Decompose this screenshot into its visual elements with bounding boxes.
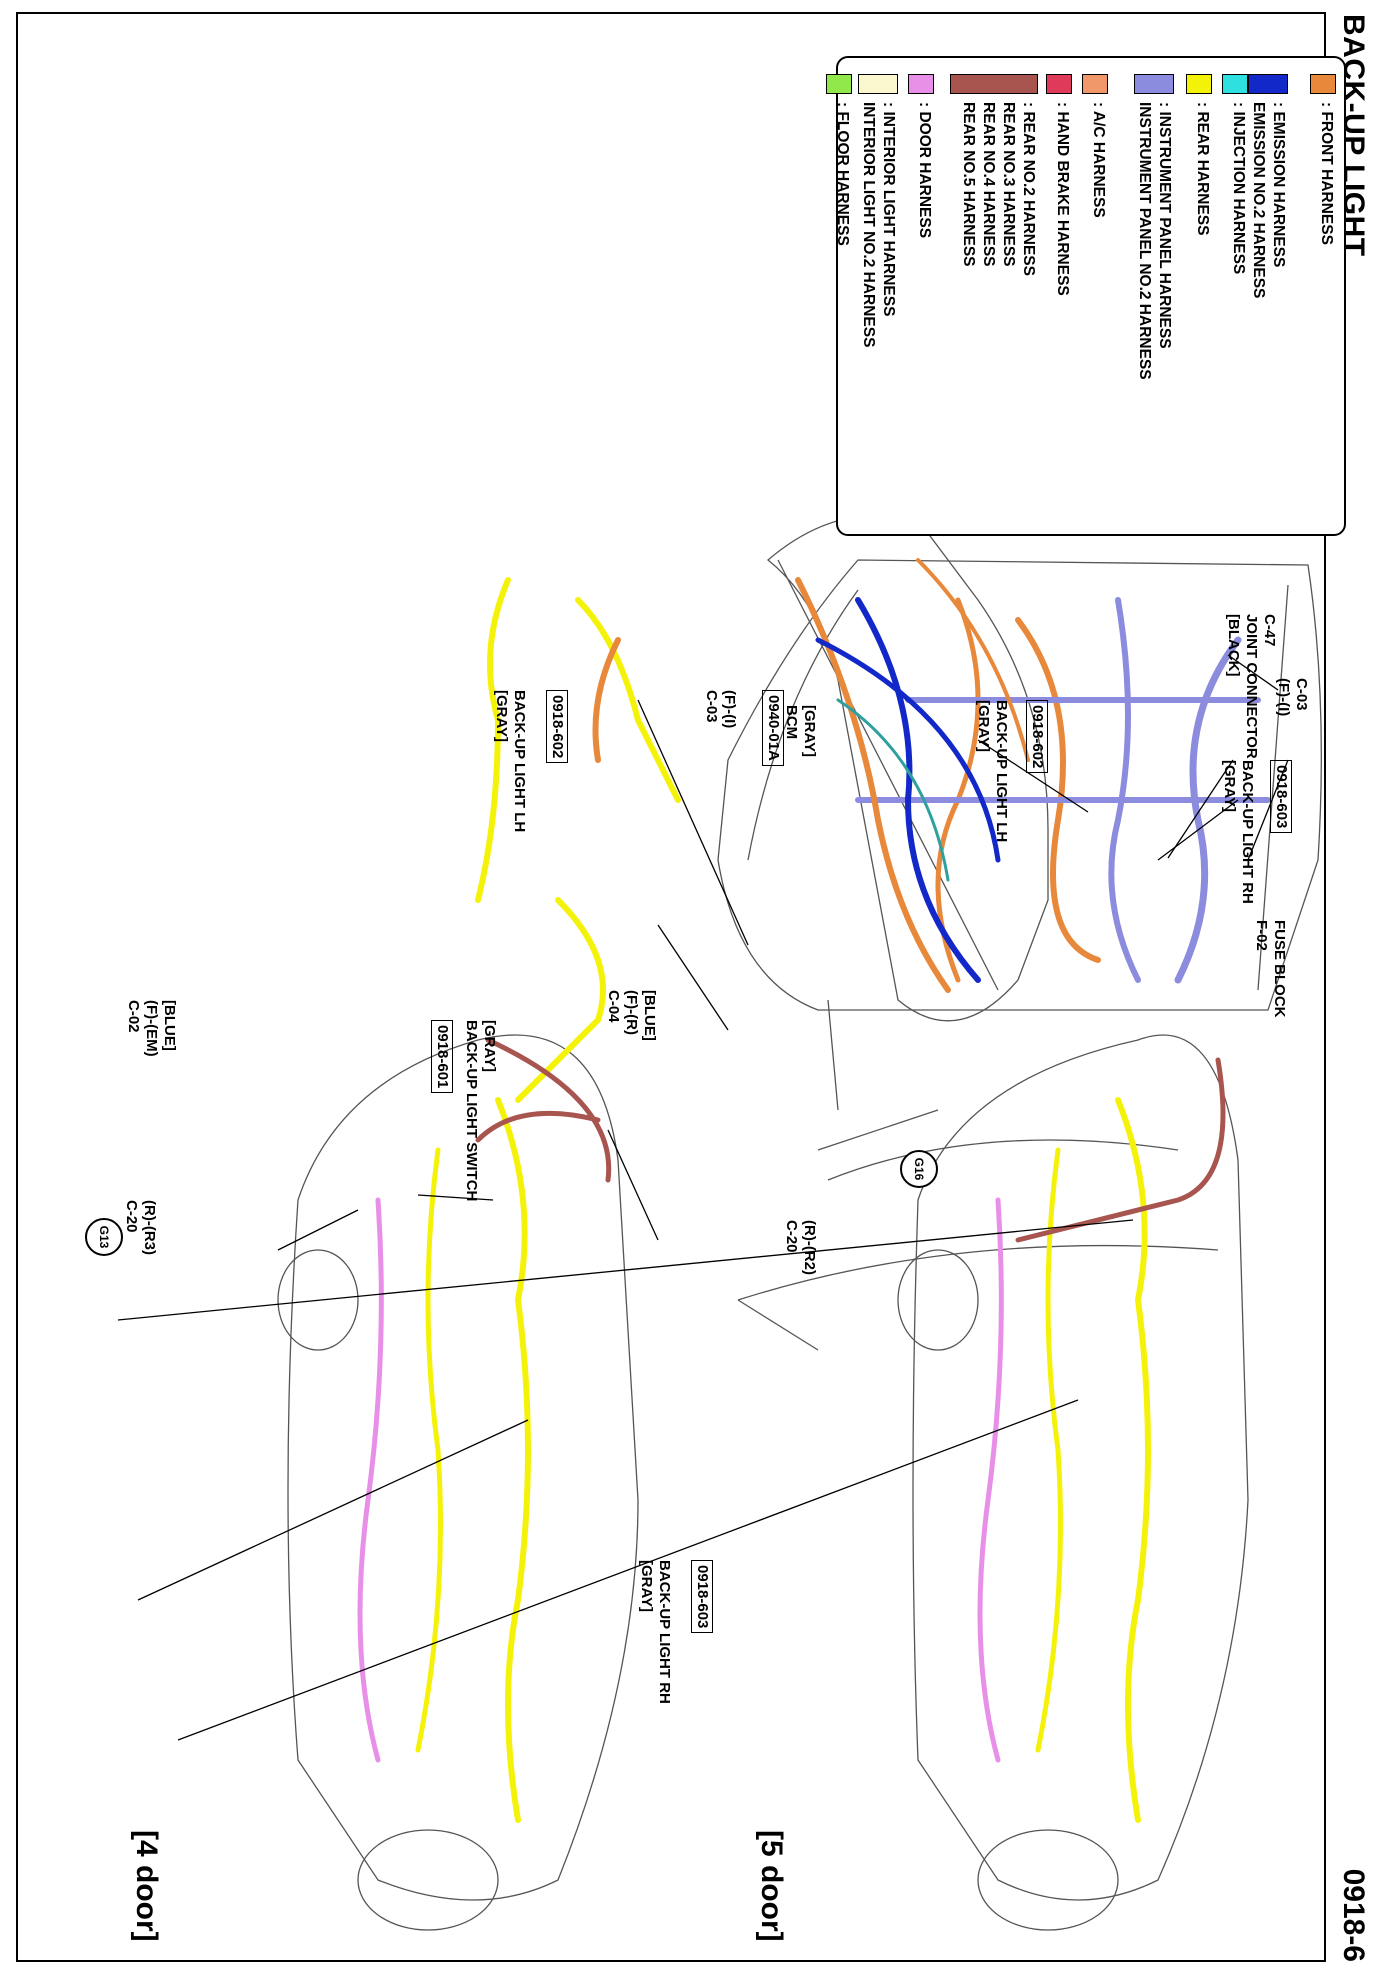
bcm-code-box: 0940-01A (762, 690, 784, 766)
dashboard-outline (717, 559, 1322, 1011)
backup-switch-code: 0918-601 (431, 1020, 453, 1094)
c03-dashboard-label: C-03 (F)-(I) (1275, 678, 1310, 717)
legend-label: : A/C HARNESS (1090, 102, 1107, 218)
harness-legend: : FRONT HARNESS : EMISSION HARNESS EMISSI… (826, 56, 1346, 536)
five-door-rh-code: 0918-603 (1270, 760, 1292, 834)
fuse-block-label: FUSE BLOCK F-02 (1253, 920, 1288, 1018)
legend-item: : HAND BRAKE HARNESS (1046, 74, 1072, 296)
legend-item: : INSTRUMENT PANEL HARNESS INSTRUMENT PA… (1134, 74, 1174, 380)
five-door-lh-label: BACK-UP LIGHT LH [GRAY] (975, 700, 1010, 843)
c47-joint-connector-label: C-47 JOINT CONNECTOR [BLACK] (1225, 614, 1278, 759)
five-door-lh-code-box: 0918-602 (1026, 700, 1048, 774)
legend-swatch (1222, 74, 1248, 94)
legend-item: : FRONT HARNESS (1310, 74, 1336, 245)
legend-swatch (1310, 74, 1336, 94)
four-door-title: [4 door] (130, 1830, 163, 1942)
legend-item: : FLOOR HARNESS (826, 74, 852, 246)
car-5door-outline (912, 1034, 1249, 1901)
backup-switch-label: [GRAY] BACK-UP LIGHT SWITCH (463, 1020, 498, 1202)
legend-label: : FLOOR HARNESS (834, 102, 851, 246)
legend-label: : FRONT HARNESS (1318, 102, 1335, 245)
four-door-rh-code: 0918-603 (691, 1560, 713, 1634)
ground-g13: G13 (85, 1218, 123, 1256)
bcm-code: 0940-01A (762, 690, 784, 766)
legend-swatch (1248, 74, 1288, 94)
four-door-rh-label: BACK-UP LIGHT RH [GRAY] (638, 1560, 673, 1704)
legend-item: : INTERIOR LIGHT HARNESS INTERIOR LIGHT … (858, 74, 898, 347)
car-4door-outline (287, 1034, 639, 1901)
legend-swatch (908, 74, 934, 94)
bcm-label: [GRAY] BCM (783, 705, 818, 757)
four-door-lh-code-box: 0918-602 (546, 690, 568, 764)
five-door-title: [5 door] (755, 1830, 788, 1942)
legend-item: : EMISSION HARNESS EMISSION NO.2 HARNESS (1248, 74, 1288, 298)
backup-switch-code-box: 0918-601 (431, 1020, 453, 1094)
legend-label: : INJECTION HARNESS (1230, 102, 1247, 275)
four-door-c20-label: (R)-(R3) C-20 (123, 1200, 158, 1255)
legend-swatch (950, 74, 1038, 94)
legend-swatch (1134, 74, 1174, 94)
legend-swatch (1082, 74, 1108, 94)
five-door-rh-label: BACK-UP LIGHT RH [GRAY] (1221, 760, 1256, 904)
five-door-lh-code: 0918-602 (1026, 700, 1048, 774)
legend-swatch (1186, 74, 1212, 94)
legend-item: : REAR HARNESS (1186, 74, 1212, 235)
four-door-lh-label: BACK-UP LIGHT LH [GRAY] (493, 690, 528, 833)
legend-swatch (1046, 74, 1072, 94)
c03-bcm-label: (F)-(I) C-03 (703, 690, 738, 729)
five-door-c20-label: (R)-(R2) C-20 (783, 1220, 818, 1275)
legend-label: : INTERIOR LIGHT HARNESS INTERIOR LIGHT … (860, 102, 897, 348)
legend-label: : DOOR HARNESS (916, 102, 933, 239)
five-door-rh-code-box: 0918-603 (1270, 760, 1292, 834)
legend-label: : REAR HARNESS (1194, 102, 1211, 236)
four-door-lh-code: 0918-602 (546, 690, 568, 764)
legend-item: : A/C HARNESS (1082, 74, 1108, 218)
four-door-rh-code-box: 0918-603 (691, 1560, 713, 1634)
legend-label: : HAND BRAKE HARNESS (1054, 102, 1071, 296)
ground-g16: G16 (900, 1150, 938, 1188)
legend-label: : REAR NO.2 HARNESS REAR NO.3 HARNESS RE… (960, 102, 1037, 276)
legend-item: : REAR NO.2 HARNESS REAR NO.3 HARNESS RE… (950, 74, 1038, 276)
c02-label: [BLUE] (F)-(EM) C-02 (125, 1000, 178, 1057)
legend-swatch (858, 74, 898, 94)
legend-item: : DOOR HARNESS (908, 74, 934, 238)
legend-label: : INSTRUMENT PANEL HARNESS INSTRUMENT PA… (1136, 102, 1173, 380)
legend-item: : INJECTION HARNESS (1222, 74, 1248, 274)
legend-label: : EMISSION HARNESS EMISSION NO.2 HARNESS (1250, 102, 1287, 299)
legend-swatch (826, 74, 852, 94)
c04-label: [BLUE] (F)-(R) C-04 (605, 990, 658, 1041)
